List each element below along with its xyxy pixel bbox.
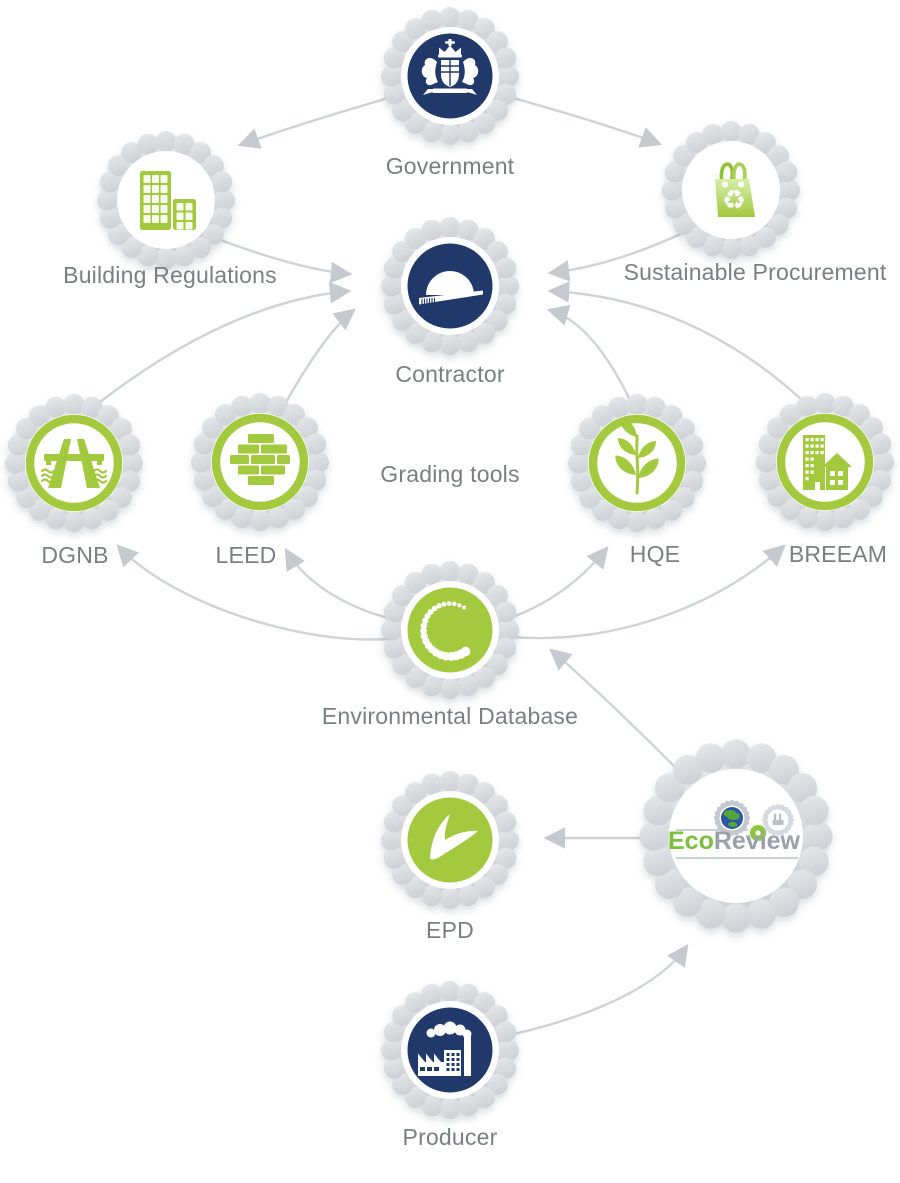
node-dgnb <box>4 393 144 538</box>
arrow-sustainable-procurement-to-contractor <box>547 230 686 282</box>
node-environmental-database <box>380 560 520 705</box>
globe-gear-icon <box>714 800 750 836</box>
arrow-hqe-to-contractor <box>546 304 632 401</box>
arrow-dgnb-to-contractor <box>99 282 352 403</box>
node-leed <box>190 392 330 537</box>
node-producer <box>380 980 520 1125</box>
arrow-leed-to-contractor <box>284 308 356 403</box>
node-ecoreview: EcoReview <box>636 736 836 941</box>
node-sustainable-procurement: ♻ <box>661 120 801 265</box>
buildings-icon <box>140 171 196 230</box>
node-hqe <box>567 393 707 538</box>
label-environmental-database: Environmental Database <box>321 703 579 729</box>
label-government: Government <box>385 153 515 179</box>
arrow-envdb-to-dgnb <box>116 544 399 641</box>
label-contractor: Contractor <box>395 361 505 387</box>
swoosh-icon <box>430 814 478 860</box>
svg-text:EcoReview: EcoReview <box>668 827 801 855</box>
label-grading-tools: Grading tools <box>380 461 520 487</box>
node-building-regulations <box>96 130 236 275</box>
label-hqe: HQE <box>629 541 681 567</box>
label-leed: LEED <box>215 542 277 568</box>
node-epd <box>380 770 520 915</box>
arrow-envdb-to-leed <box>284 547 397 622</box>
arrow-breeam-to-contractor <box>547 281 803 401</box>
node-contractor <box>380 216 520 361</box>
svg-text:♻: ♻ <box>722 185 746 216</box>
hard-hat-icon <box>419 271 483 305</box>
city-buildings-icon <box>803 435 852 490</box>
plant-leaves-icon <box>615 419 659 495</box>
label-breeam: BREEAM <box>788 541 888 567</box>
recycle-shopping-bag-icon: ♻ <box>715 162 755 217</box>
label-dgnb: DGNB <box>41 542 109 568</box>
node-breeam <box>755 392 895 537</box>
brick-wall-icon <box>230 434 290 485</box>
highway-bridge-icon <box>40 439 108 488</box>
label-sustainable-procurement: Sustainable Procurement <box>623 259 887 285</box>
dutch-lion-emblem-icon <box>421 39 479 95</box>
small-green-gear-icon <box>749 824 767 842</box>
ecoreview-logo: EcoReview <box>668 800 801 859</box>
arrow-producer-to-ecoreview <box>494 944 689 1040</box>
label-epd: EPD <box>426 917 474 943</box>
factory-icon <box>418 1021 472 1076</box>
arrow-envdb-to-hqe <box>503 546 609 622</box>
factory-gear-icon <box>762 804 794 836</box>
label-building-regulations: Building Regulations <box>63 262 277 288</box>
label-producer: Producer <box>402 1124 498 1150</box>
dotted-swirl-icon <box>420 601 471 661</box>
arrow-building-regulations-to-contractor <box>214 236 353 284</box>
arrow-envdb-to-breeam <box>501 544 786 640</box>
node-government <box>380 6 520 151</box>
arrow-ecoreview-to-envdb <box>549 648 677 769</box>
